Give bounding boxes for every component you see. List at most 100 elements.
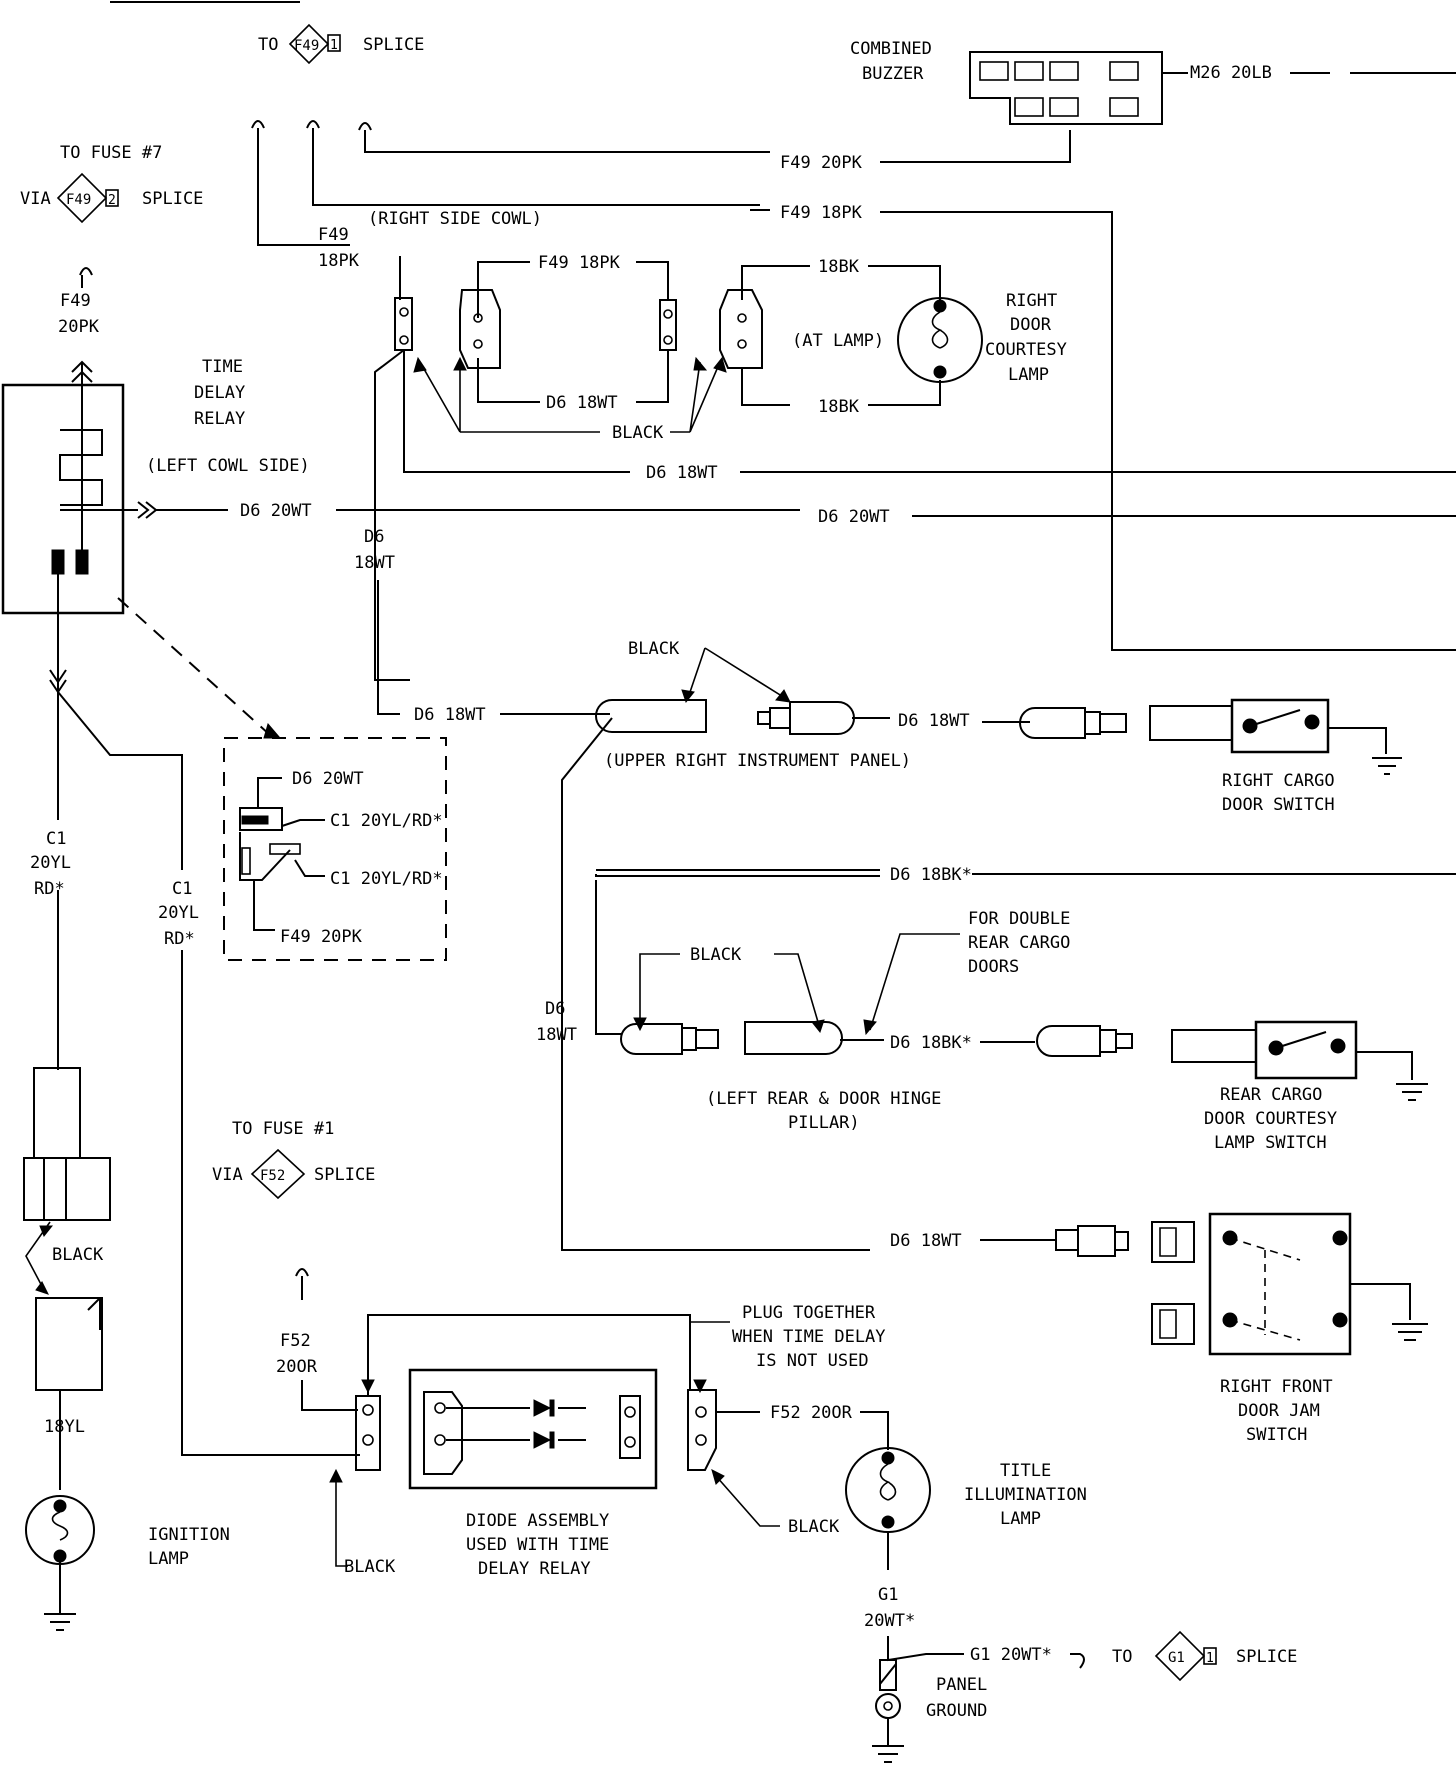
time-delay-relay	[1, 362, 125, 680]
panel-ground: G1 20WT* TO G1 1 SPLICE PANEL GROUND	[872, 1630, 1297, 1763]
wire-label: D6 18BK*	[890, 1033, 972, 1053]
wire-label: D6 18WT	[414, 705, 486, 725]
upper-right-ip-connector	[595, 699, 855, 735]
wire-label: LAMP	[1008, 365, 1049, 385]
ignition-lamp: IGNITION LAMP	[25, 1495, 230, 1631]
wire-label: TO	[1112, 1647, 1132, 1667]
wire-label: G1 20WT*	[970, 1645, 1052, 1665]
wire-label: (AT LAMP)	[792, 331, 884, 351]
wire-label: 20OR	[276, 1357, 318, 1377]
wire-label: C1	[46, 829, 66, 849]
wire-label: 18PK	[318, 251, 360, 271]
wire-label: REAR CARGO	[968, 933, 1070, 953]
wire-label: 20YL	[30, 853, 71, 873]
wire-label: BLACK	[788, 1517, 840, 1537]
wire-label: D6 18WT	[546, 393, 618, 413]
relay-connector-detail: D6 20WT C1 20YL/RD* C1 20YL/RD* F49 20PK	[223, 737, 447, 961]
wire-label: F49	[60, 291, 91, 311]
wire-label: 2	[108, 193, 116, 208]
wire-label: 18BK	[818, 257, 860, 277]
wire-label: PILLAR)	[788, 1113, 860, 1133]
right-cowl-connectors	[394, 289, 763, 369]
wire-label: G1	[878, 1585, 898, 1605]
wire-label: RIGHT	[1006, 291, 1057, 311]
wire-label: M26 20LB	[1190, 63, 1272, 83]
f49-splice-top: TO F49 1 SPLICE	[258, 23, 424, 65]
title-illumination-lamp: TITLE ILLUMINATION LAMP	[845, 1447, 1087, 1570]
wire-label: (UPPER RIGHT INSTRUMENT PANEL)	[604, 751, 911, 771]
wire-label: G1	[1168, 1650, 1185, 1666]
wire-label: 18WT	[354, 553, 395, 573]
wire-label: SPLICE	[314, 1165, 375, 1185]
wire-label: F49 18PK	[538, 253, 621, 273]
wire-label: RD*	[164, 929, 195, 949]
wire-label: F52	[280, 1331, 311, 1351]
wire-label: F49	[318, 225, 349, 245]
wire-label: D6 18WT	[646, 463, 718, 483]
wire-label: DIODE ASSEMBLY	[466, 1511, 609, 1531]
ignition-connector: BLACK 18YL	[23, 1067, 111, 1490]
wire-label: TO FUSE #1	[232, 1119, 334, 1139]
f52-wire-end	[295, 1268, 309, 1277]
wire-label: VIA	[20, 189, 51, 209]
wire-label: 20YL	[158, 903, 199, 923]
combined-buzzer: COMBINED BUZZER M26 20LB	[850, 39, 1456, 125]
wire-label: BLACK	[52, 1245, 104, 1265]
wire-label: PLUG TOGETHER	[742, 1303, 876, 1323]
wire-label: DOOR COURTESY	[1204, 1109, 1337, 1129]
wire-label: F52	[260, 1168, 285, 1184]
wire-label: BLACK	[628, 639, 680, 659]
wire-label: PANEL	[936, 1675, 987, 1695]
wire-label: RIGHT CARGO	[1222, 771, 1335, 791]
wire-label: LAMP	[148, 1549, 189, 1569]
wire-label: F49	[294, 38, 319, 54]
wire-label: F52 20OR	[770, 1403, 853, 1423]
wire-label: TO FUSE #7	[60, 143, 162, 163]
wire-label: 18WT	[536, 1025, 577, 1045]
wire-label: D6	[364, 527, 384, 547]
plug-together-connectors	[355, 1389, 717, 1471]
wire-label: BLACK	[344, 1557, 396, 1577]
wire-label: DOOR	[1010, 315, 1052, 335]
wire-label: RD*	[34, 879, 65, 899]
wire-label: D6 18BK*	[890, 865, 972, 885]
wire-label: F49	[66, 192, 91, 208]
wire-label: TITLE	[1000, 1461, 1051, 1481]
wire-label: F49 20PK	[780, 153, 863, 173]
wire-ends-top	[251, 120, 372, 131]
wire-label: 18YL	[44, 1417, 85, 1437]
wire-label: DOORS	[968, 957, 1019, 977]
wire-label: TO	[258, 35, 278, 55]
wire-label: 18BK	[818, 397, 860, 417]
f52-splice-fuse1: TO FUSE #1 VIA F52 SPLICE	[212, 1119, 375, 1200]
wire-label: TIME	[202, 357, 243, 377]
wire-label: IS NOT USED	[756, 1351, 869, 1371]
wire-label: COMBINED	[850, 39, 932, 59]
wire-label: SPLICE	[363, 35, 424, 55]
wire-label: D6 20WT	[240, 501, 312, 521]
wire-label: D6 18WT	[898, 711, 970, 731]
wire-label: ILLUMINATION	[964, 1485, 1087, 1505]
wire-label: F49 18PK	[780, 203, 863, 223]
wire-label: LAMP	[1000, 1509, 1041, 1529]
left-rear-connectors	[620, 1021, 843, 1055]
f49-wire-end	[79, 267, 93, 276]
wire-label: C1	[172, 879, 192, 899]
wire-label: F49 20PK	[280, 927, 363, 947]
wire-label: LAMP SWITCH	[1214, 1133, 1327, 1153]
wire-label: BLACK	[690, 945, 742, 965]
f49-splice-fuse7: TO FUSE #7 VIA F49 2 SPLICE	[20, 143, 203, 224]
wire-label: WHEN TIME DELAY	[732, 1327, 886, 1347]
wire-label: SPLICE	[1236, 1647, 1297, 1667]
wire-label: BLACK	[612, 423, 664, 443]
wire-label: GROUND	[926, 1701, 987, 1721]
wire-label: DELAY RELAY	[478, 1559, 591, 1579]
wire-label: C1 20YL/RD*	[330, 869, 443, 889]
right-door-courtesy-lamp: RIGHT DOOR COURTESY LAMP	[897, 291, 1067, 385]
diode-assembly: DIODE ASSEMBLY USED WITH TIME DELAY RELA…	[408, 1368, 658, 1579]
wire-label: COURTESY	[985, 340, 1067, 360]
wire-label: D6	[545, 999, 565, 1019]
wire-label: 20PK	[58, 317, 100, 337]
wire-label: DOOR SWITCH	[1222, 795, 1335, 815]
